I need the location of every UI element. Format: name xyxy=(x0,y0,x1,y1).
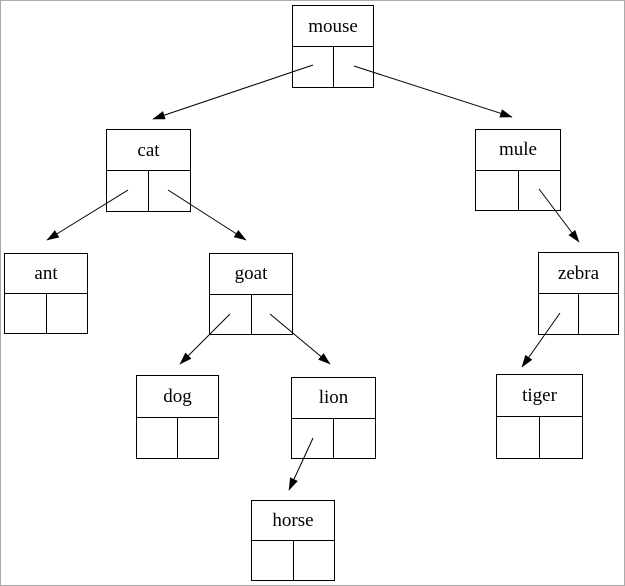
edge-mouse-right-mule xyxy=(353,65,513,118)
node-label: lion xyxy=(292,378,375,419)
left-pointer-cell xyxy=(292,418,334,458)
edge-mouse-left-cat xyxy=(152,64,314,120)
left-pointer-cell xyxy=(539,294,579,334)
left-pointer-cell xyxy=(497,417,540,458)
right-pointer-cell xyxy=(334,47,374,87)
node-goat: goat xyxy=(209,253,293,335)
node-label: zebra xyxy=(539,253,618,294)
pointer-row xyxy=(210,294,293,335)
node-lion: lion xyxy=(291,377,376,459)
right-pointer-cell xyxy=(178,418,218,459)
pointer-row xyxy=(293,47,373,87)
node-label: tiger xyxy=(497,375,582,417)
pointer-row xyxy=(292,418,375,459)
node-label: mule xyxy=(476,130,560,171)
node-cat: cat xyxy=(106,129,191,212)
right-pointer-cell xyxy=(579,294,618,334)
node-label: goat xyxy=(210,254,292,295)
pointer-row xyxy=(476,170,561,211)
right-pointer-cell xyxy=(294,541,335,580)
node-label: mouse xyxy=(293,6,373,47)
pointer-row xyxy=(252,541,334,580)
left-pointer-cell xyxy=(137,417,178,458)
left-pointer-cell xyxy=(5,294,47,333)
pointer-row xyxy=(497,417,582,458)
node-mule: mule xyxy=(475,129,561,211)
node-tiger: tiger xyxy=(496,374,583,459)
node-dog: dog xyxy=(136,375,219,459)
pointer-row xyxy=(539,294,618,334)
node-horse: horse xyxy=(251,500,335,581)
left-pointer-cell xyxy=(210,294,252,334)
node-zebra: zebra xyxy=(538,252,619,335)
right-pointer-cell xyxy=(149,171,190,211)
pointer-row xyxy=(137,417,218,459)
right-pointer-cell xyxy=(47,294,88,333)
right-pointer-cell xyxy=(540,417,582,458)
node-label: cat xyxy=(107,130,190,171)
right-pointer-cell xyxy=(334,419,375,459)
node-label: ant xyxy=(5,254,87,294)
left-pointer-cell xyxy=(476,170,519,210)
left-pointer-cell xyxy=(107,171,149,211)
node-label: dog xyxy=(137,376,218,418)
left-pointer-cell xyxy=(252,541,294,580)
node-ant: ant xyxy=(4,253,88,334)
pointer-row xyxy=(107,171,190,211)
right-pointer-cell xyxy=(519,171,561,211)
node-mouse: mouse xyxy=(292,5,374,88)
pointer-row xyxy=(5,294,87,333)
left-pointer-cell xyxy=(293,47,334,87)
node-label: horse xyxy=(252,501,334,541)
right-pointer-cell xyxy=(252,295,293,335)
